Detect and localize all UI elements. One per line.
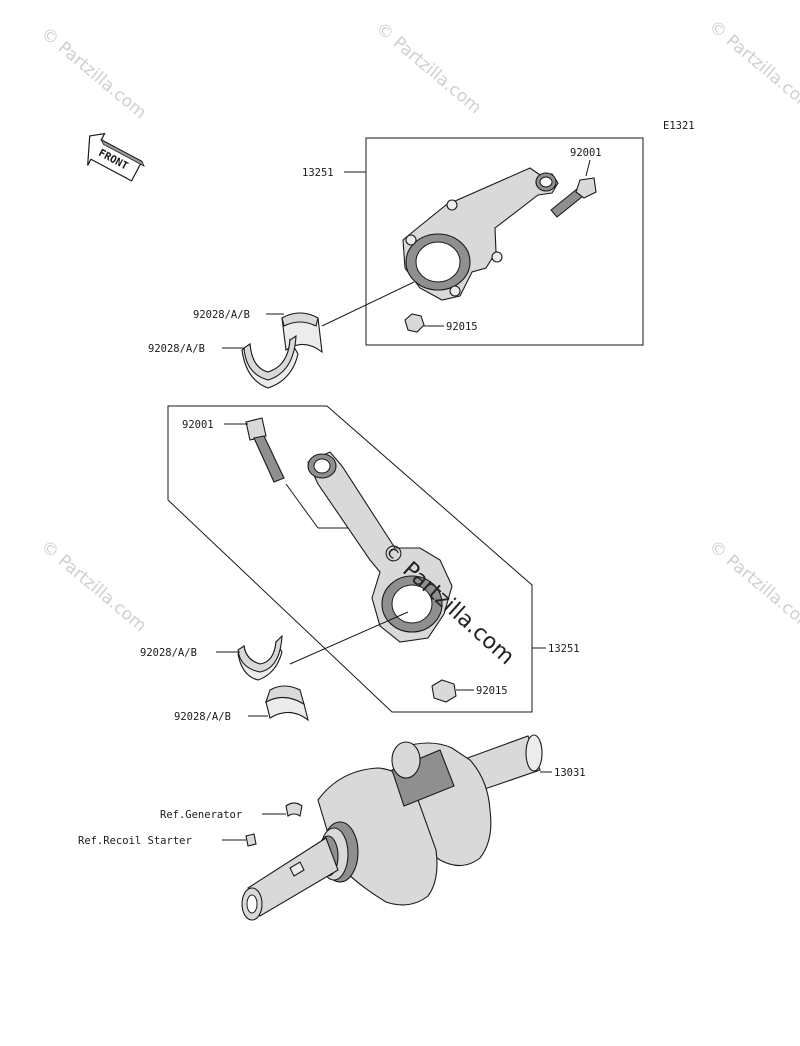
callout-ref-recoil-starter: Ref.Recoil Starter [78,835,192,847]
generator-key [285,802,303,817]
lower-bolt [245,417,285,483]
upper-bearing-1 [281,312,323,354]
callout-upper-bolt: 92001 [570,147,602,159]
lower-assembly-frame [167,405,533,713]
watermark-mid-left: © Partzilla.com [37,537,150,637]
watermark-top-right: © Partzilla.com [705,17,800,117]
callout-lower-assembly: 13251 [548,643,580,655]
crankshaft [241,734,543,921]
recoil-starter-key [245,833,257,847]
front-arrow-icon: FRONT [87,132,145,182]
lower-assembly-group: 13251 92001 92015 92028/A/B [140,405,580,723]
callout-crankshaft: 13031 [554,767,586,779]
callout-lower-bolt: 92001 [182,419,214,431]
callout-upper-nut: 92015 [446,321,478,333]
callout-lower-bearing-2: 92028/A/B [174,711,231,723]
lower-bearing-1 [237,634,283,681]
upper-bearing-2 [241,334,299,389]
watermark-top-center: © Partzilla.com [372,19,485,119]
callout-upper-bearing-2: 92028/A/B [148,343,205,355]
watermark-top-left: © Partzilla.com [37,24,150,124]
diagram-code: E1321 [663,120,695,132]
watermark-mid-right: © Partzilla.com [705,537,800,637]
callout-lower-nut: 92015 [476,685,508,697]
lower-bearing-2 [265,685,309,722]
callout-ref-generator: Ref.Generator [160,809,242,821]
upper-nut [404,313,425,333]
upper-assembly-group: 13251 92001 92015 [148,137,644,389]
upper-connecting-rod [402,167,559,301]
upper-bolt [550,177,597,218]
callout-upper-assembly: 13251 [302,167,334,179]
lower-nut [431,679,457,703]
upper-assembly-frame [365,137,644,346]
lower-connecting-rod [307,451,453,643]
callout-lower-bearing-1: 92028/A/B [140,647,197,659]
callout-upper-bearing-1: 92028/A/B [193,309,250,321]
